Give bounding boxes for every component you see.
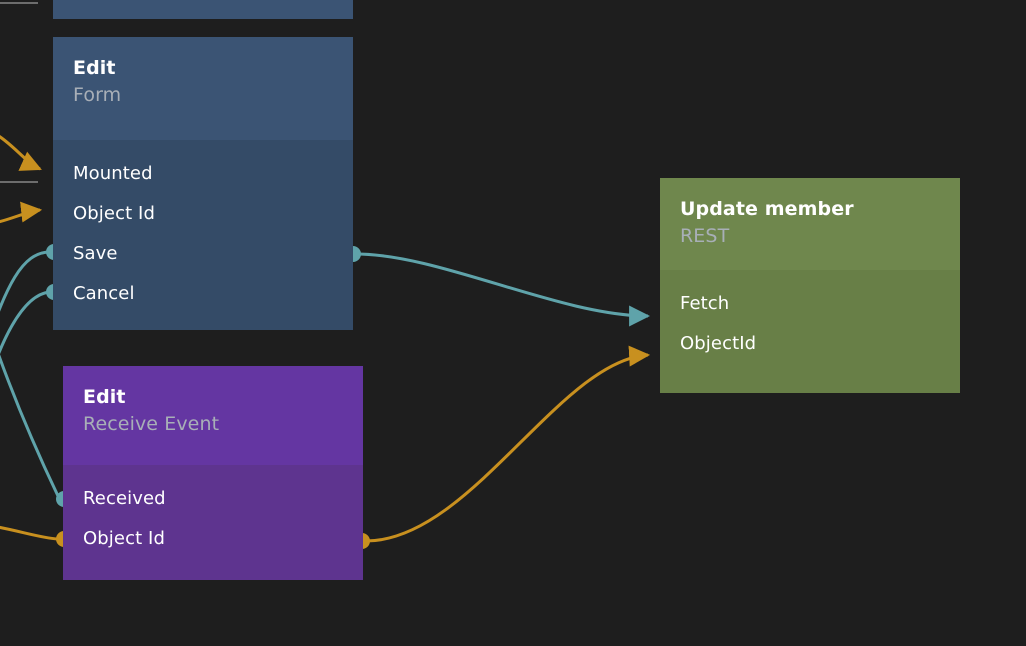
node-edit-form-title: Edit	[73, 57, 116, 79]
port-row-cancel[interactable]: Cancel	[53, 274, 353, 314]
edge-objectid-incoming	[0, 525, 59, 541]
node-update-member[interactable]: Update member REST Fetch ObjectId	[660, 178, 960, 393]
node-update-member-subtitle: REST	[680, 225, 730, 247]
node-edit-receive-event[interactable]: Edit Receive Event Received Object Id	[63, 366, 363, 580]
edge-save-left	[0, 250, 51, 312]
node-edit-form-body: Mounted Object Id Save Cancel	[53, 140, 353, 330]
node-clipped-top-header	[53, 0, 353, 19]
node-update-member-body: Fetch ObjectId	[660, 270, 960, 393]
port-row-fetch[interactable]: Fetch	[660, 284, 960, 324]
port-row-save[interactable]: Save	[53, 234, 353, 274]
edge-cancel-left	[0, 290, 51, 355]
node-update-member-header[interactable]: Update member REST	[660, 178, 960, 270]
edge-save-to-fetch	[355, 252, 651, 327]
port-label-object-id: Object Id	[73, 203, 155, 224]
node-clipped-top[interactable]	[53, 0, 353, 19]
node-edit-receive-event-subtitle: Receive Event	[83, 413, 220, 435]
port-label-green-objectid: ObjectId	[680, 333, 757, 354]
port-label-fetch: Fetch	[680, 293, 730, 314]
edge-received-incoming	[0, 354, 60, 497]
port-label-purple-object-id: Object Id	[83, 528, 165, 549]
port-label-cancel: Cancel	[73, 283, 135, 304]
port-row-mounted[interactable]: Mounted	[53, 154, 353, 194]
node-edit-receive-event-header[interactable]: Edit Receive Event	[63, 366, 363, 465]
group-outline	[0, 2, 38, 183]
node-edit-receive-event-title: Edit	[83, 386, 126, 408]
node-edit-form[interactable]: Edit Form Mounted Object Id Save Cancel	[53, 37, 353, 330]
node-update-member-title: Update member	[680, 198, 854, 220]
edge-incoming-objectid	[0, 201, 43, 224]
port-label-received: Received	[83, 488, 166, 509]
node-edit-form-header[interactable]: Edit Form	[53, 37, 353, 140]
port-label-save: Save	[73, 243, 118, 264]
edge-objectid-to-objectid	[365, 345, 651, 543]
port-row-green-objectid[interactable]: ObjectId	[660, 324, 960, 364]
port-row-received[interactable]: Received	[63, 479, 363, 519]
port-row-object-id[interactable]: Object Id	[53, 194, 353, 234]
port-row-purple-object-id[interactable]: Object Id	[63, 519, 363, 559]
port-label-mounted: Mounted	[73, 163, 153, 184]
node-edit-receive-event-body: Received Object Id	[63, 465, 363, 580]
node-edit-form-subtitle: Form	[73, 84, 122, 106]
